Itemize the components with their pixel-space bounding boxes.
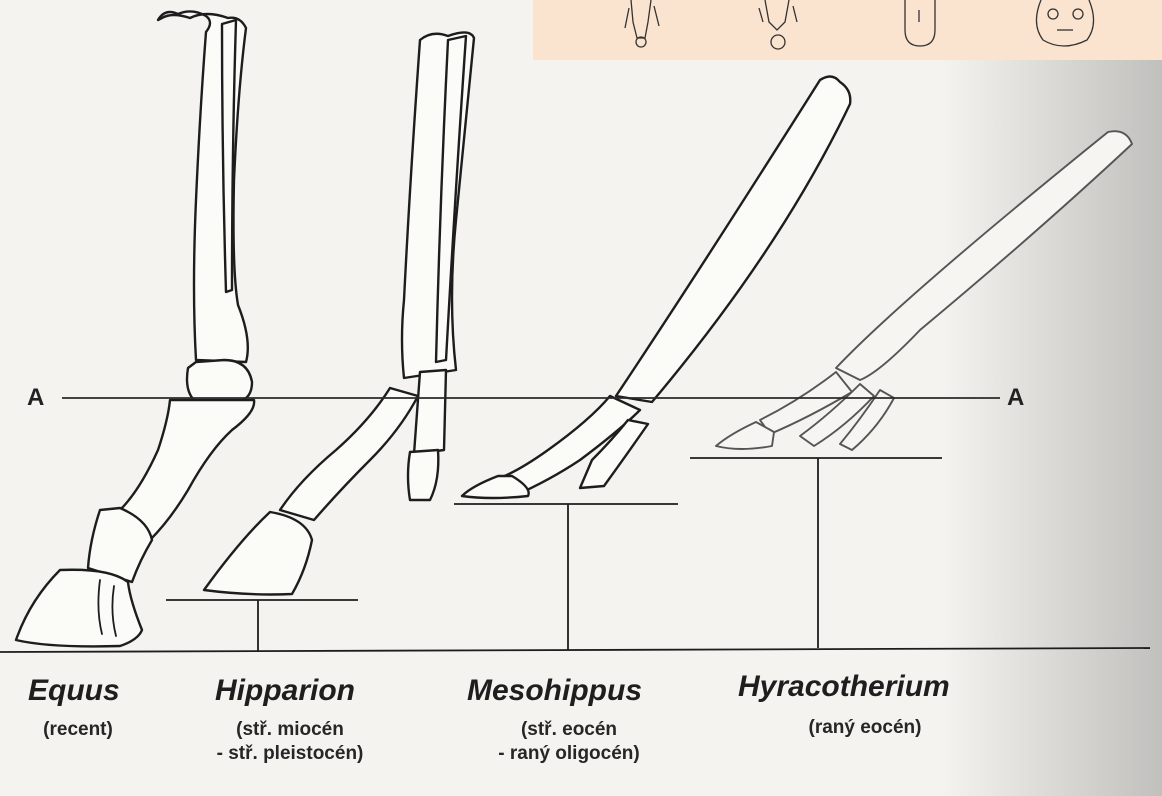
- mesohippus-hoof: [462, 476, 529, 498]
- genus-label-hyracotherium: Hyracotherium: [738, 670, 950, 704]
- age-label-mesohippus: (stř. eocén - raný oligocén): [462, 718, 676, 766]
- age-label-hyracotherium: (raný eocén): [772, 716, 958, 740]
- hipparion-main-digit: [280, 388, 418, 520]
- age-line: (stř. eocén: [462, 718, 676, 742]
- age-line: - stř. pleistocén): [180, 742, 400, 766]
- age-line: (recent): [30, 718, 126, 742]
- hipparion-side-digit: [414, 370, 446, 454]
- age-line: - raný oligocén): [462, 742, 676, 766]
- hipparion-foot: [204, 32, 474, 594]
- age-label-hipparion: (stř. miocén - stř. pleistocén): [180, 718, 400, 766]
- equus-fetlock: [187, 360, 252, 402]
- age-line: (raný eocén): [772, 716, 958, 740]
- genus-label-hipparion: Hipparion: [215, 674, 355, 708]
- age-line: (stř. miocén: [180, 718, 400, 742]
- hipparion-main-hoof: [204, 512, 312, 595]
- hyracotherium-metapodials: [836, 131, 1132, 380]
- equus-foot: [16, 11, 254, 646]
- reference-label-right: A: [1007, 384, 1024, 412]
- mesohippus-foot: [462, 76, 850, 498]
- mesohippus-metapodials: [616, 76, 850, 402]
- genus-label-mesohippus: Mesohippus: [467, 674, 642, 708]
- hipparion-side-hoof: [408, 450, 438, 500]
- baseline: [0, 648, 1150, 652]
- age-label-equus: (recent): [30, 718, 126, 742]
- equus-hoof: [16, 570, 142, 647]
- genus-label-equus: Equus: [28, 674, 120, 708]
- reference-label-left: A: [27, 384, 44, 412]
